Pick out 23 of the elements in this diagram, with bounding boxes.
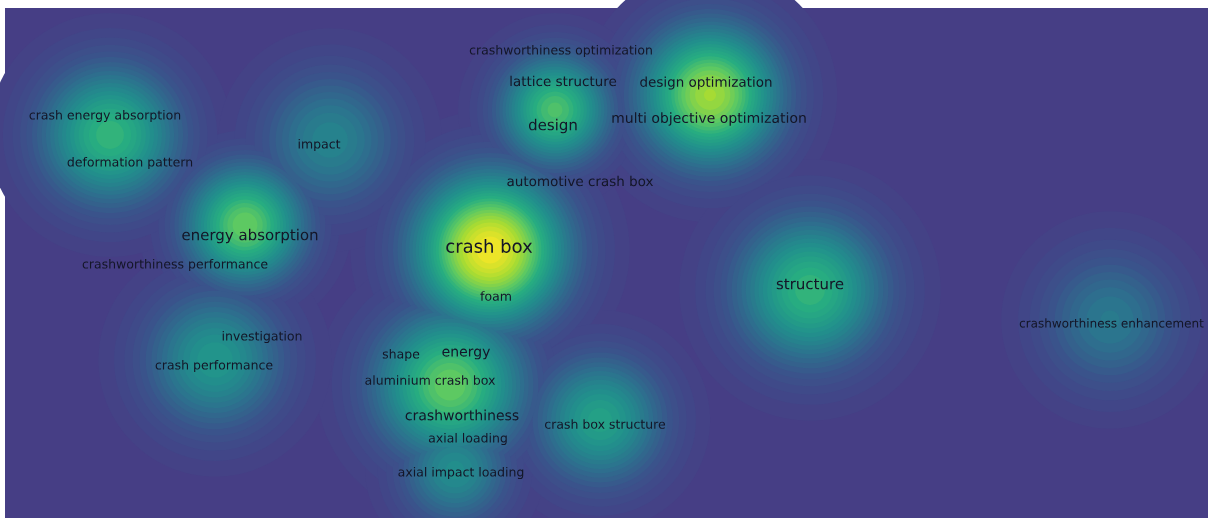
term-label: deformation pattern <box>67 156 193 170</box>
term-label: aluminium crash box <box>365 375 496 385</box>
term-label: design <box>528 118 577 134</box>
term-label: design optimization <box>640 76 772 90</box>
term-label: axial loading <box>428 432 507 446</box>
term-label: foam <box>480 291 511 301</box>
term-label: investigation <box>222 330 302 344</box>
term-label: shape <box>382 348 420 362</box>
term-label: crash energy absorption <box>29 109 181 123</box>
term-label: lattice structure <box>510 75 617 87</box>
term-label: automotive crash box <box>507 175 654 187</box>
term-label: crash box structure <box>545 419 666 429</box>
term-label: energy absorption <box>182 228 318 244</box>
term-label: structure <box>776 278 844 290</box>
term-label: energy <box>442 348 490 360</box>
term-label: axial impact loading <box>398 466 524 480</box>
term-label: crashworthiness enhancement <box>1019 318 1204 328</box>
term-label: crash performance <box>155 359 273 373</box>
term-label: multi objective optimization <box>612 112 806 126</box>
term-label: impact <box>298 138 341 152</box>
term-label: crashworthiness performance <box>82 258 268 272</box>
term-label: crashworthiness <box>405 409 519 421</box>
term-label: crashworthiness optimization <box>469 44 652 58</box>
